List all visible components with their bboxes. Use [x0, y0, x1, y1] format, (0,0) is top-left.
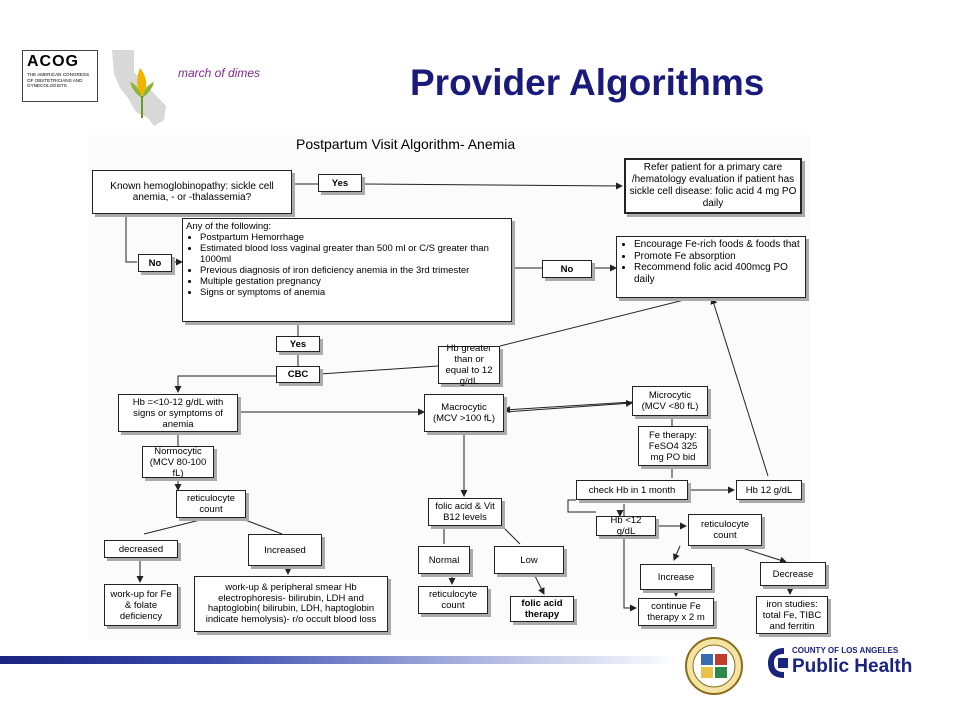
node-encourage-list: Encourage Fe-rich foods & foods that Pro…	[620, 239, 802, 285]
march-of-dimes-logo: march of dimes	[178, 66, 261, 80]
node-workup-fe: work-up for Fe & folate deficiency	[104, 584, 178, 626]
node-hb12: Hb 12 g/dL	[736, 480, 802, 500]
node-any-item: Multiple gestation pregnancy	[200, 276, 508, 287]
node-hb-low: Hb =<10-12 g/dL with signs or symptoms o…	[118, 394, 238, 432]
node-low: Low	[494, 546, 564, 574]
page-title: Provider Algorithms	[410, 62, 765, 103]
california-map-icon	[112, 50, 166, 126]
acog-logo-name: ACOG	[27, 53, 79, 70]
acog-logo-subtitle: THE AMERICAN CONGRESS OF OBSTETRICIANS A…	[27, 72, 90, 89]
node-continue-fe: continue Fe therapy x 2 m	[638, 598, 714, 626]
node-encourage-item: Recommend folic acid 400mcg PO daily	[634, 262, 802, 285]
node-any-heading: Any of the following:	[186, 221, 272, 232]
node-any-item: Signs or symptoms of anemia	[200, 287, 508, 298]
node-retic-count-3: reticulocyte count	[418, 586, 488, 614]
node-any-item: Previous diagnosis of iron deficiency an…	[200, 265, 508, 276]
node-iron-studies: iron studies: total Fe, TIBC and ferriti…	[756, 596, 828, 634]
node-hb-ge12: Hb greater than or equal to 12 g/dL	[438, 343, 500, 387]
node-refer: Refer patient for a primary care /hemato…	[624, 158, 802, 214]
node-microcytic: Microcytic (MCV <80 fL)	[632, 386, 708, 416]
node-no-1: No	[138, 254, 172, 272]
footer-bar	[0, 656, 680, 664]
public-health-name: Public Health	[792, 656, 913, 677]
node-no-2: No	[542, 260, 592, 278]
acog-logo: ACOG THE AMERICAN CONGRESS OF OBSTETRICI…	[22, 50, 98, 102]
diagram-title: Postpartum Visit Algorithm- Anemia	[296, 136, 516, 152]
node-hb-lt12: Hb <12 g/dL	[596, 515, 656, 537]
node-increased: Increased	[248, 534, 322, 566]
node-increase: Increase	[640, 564, 712, 590]
node-encourage-item: Encourage Fe-rich foods & foods that	[634, 239, 802, 251]
node-macrocytic: Macrocytic (MCV >100 fL)	[424, 394, 504, 432]
node-check-hb: check Hb in 1 month	[576, 480, 688, 500]
node-decreased: decreased	[104, 540, 178, 558]
county-seal-icon	[685, 637, 743, 695]
node-normocytic: Normocytic (MCV 80-100 fL)	[142, 446, 214, 479]
node-reticulocyte-2: reticulocyte count	[688, 514, 762, 546]
node-folic-b12: folic acid & Vit B12 levels	[428, 498, 502, 526]
node-any-item: Postpartum Hemorrhage	[200, 232, 508, 243]
node-decrease: Decrease	[760, 562, 826, 586]
node-yes-2: Yes	[276, 336, 320, 352]
public-health-county: COUNTY OF LOS ANGELES	[792, 646, 899, 655]
node-any-list: Postpartum Hemorrhage Estimated blood lo…	[186, 232, 508, 298]
node-yes-1: Yes	[318, 174, 362, 192]
node-reticulocyte-1: reticulocyte count	[176, 490, 246, 518]
node-any-following: Any of the following: Postpartum Hemorrh…	[182, 218, 512, 322]
node-hemoglobinopathy: Known hemoglobinopathy: sickle cell anem…	[92, 170, 292, 214]
node-cbc: CBC	[276, 366, 320, 383]
node-encourage-item: Promote Fe absorption	[634, 251, 802, 263]
node-any-item: Estimated blood loss vaginal greater tha…	[200, 243, 508, 265]
node-fe-therapy: Fe therapy: FeSO4 325 mg PO bid	[638, 426, 708, 466]
node-encourage: Encourage Fe-rich foods & foods that Pro…	[616, 236, 806, 298]
node-folic-therapy: folic acid therapy	[510, 596, 574, 622]
node-normal: Normal	[418, 546, 470, 574]
public-health-mark-icon	[768, 648, 788, 678]
node-workup-smear: work-up & peripheral smear Hb electropho…	[194, 576, 388, 632]
